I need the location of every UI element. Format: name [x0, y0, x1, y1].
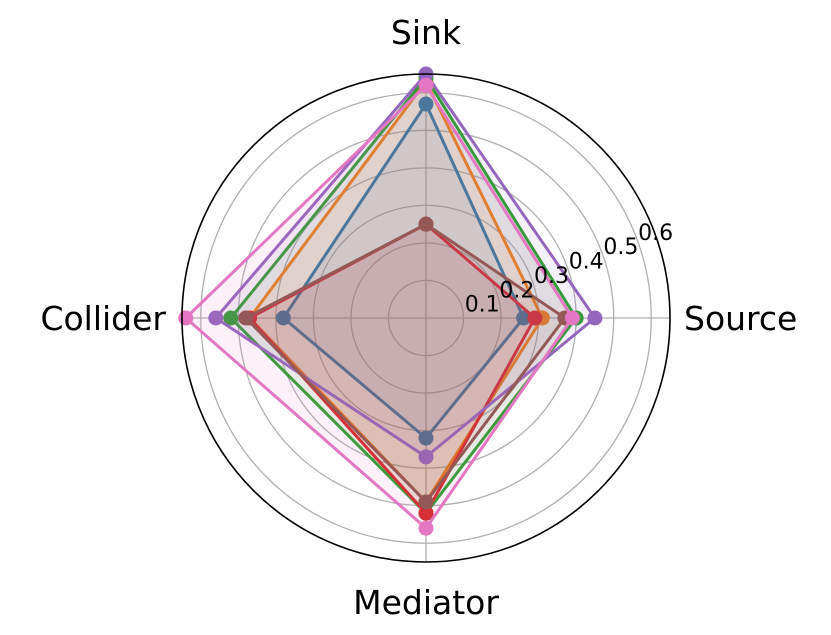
axis-label-collider: Collider — [40, 299, 166, 338]
series-6-point-mediator — [418, 494, 434, 510]
series-7-point-sink — [418, 77, 434, 93]
series-7-point-source — [564, 310, 580, 326]
rtick-label-4: 0.4 — [569, 250, 604, 275]
series-6-point-collider — [238, 310, 254, 326]
series-4-point-source — [527, 310, 543, 326]
series-7-point-collider — [178, 310, 194, 326]
series-4-point-mediator — [418, 505, 434, 521]
outer-frame — [181, 73, 671, 563]
series-7-point-mediator — [418, 520, 434, 536]
series-1-point-source — [516, 310, 532, 326]
rtick-label-2: 0.2 — [499, 278, 534, 303]
series-5-point-mediator — [418, 449, 434, 465]
series-layer — [178, 66, 603, 536]
series-1 — [275, 96, 532, 446]
series-1-point-mediator — [418, 430, 434, 446]
tick-layer: 0.10.20.30.40.50.6 — [465, 221, 673, 318]
series-5-point-collider — [208, 310, 224, 326]
series-2-fill — [249, 81, 543, 502]
rtick-label-1: 0.1 — [465, 293, 500, 318]
series-6-fill — [245, 224, 565, 502]
series-6 — [238, 216, 573, 510]
series-7-fill — [185, 85, 573, 529]
series-1-point-sink — [418, 96, 434, 112]
axis-label-source: Source — [684, 299, 797, 338]
series-5 — [208, 66, 603, 465]
series-7 — [178, 77, 580, 536]
series-5-fill — [215, 74, 595, 457]
series-5-point-source — [587, 310, 603, 326]
axis-label-mediator: Mediator — [353, 583, 499, 622]
rtick-label-3: 0.3 — [534, 264, 569, 289]
axis-label-sink: Sink — [391, 13, 462, 52]
series-3-point-collider — [223, 310, 239, 326]
series-1-point-collider — [275, 310, 291, 326]
rtick-label-6: 0.6 — [638, 221, 673, 246]
series-6-point-sink — [418, 216, 434, 232]
series-4-fill — [249, 224, 535, 514]
rtick-label-5: 0.5 — [603, 235, 638, 260]
